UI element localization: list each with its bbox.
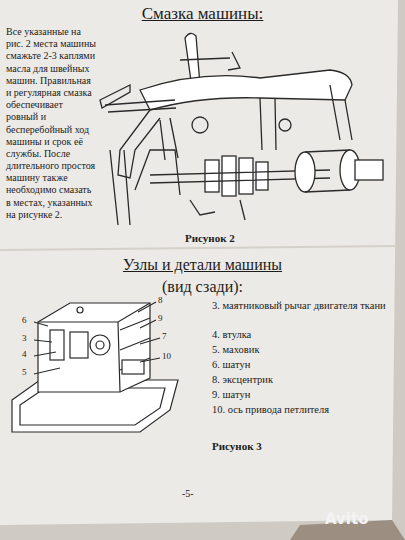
callout-number: 9: [158, 313, 163, 324]
callout-number: 8: [158, 295, 163, 306]
section-subheading: (вид сзади):: [0, 277, 405, 297]
figure-caption: Рисунок 3: [212, 440, 292, 453]
part-list-item: 9. шатун: [212, 389, 387, 402]
figure-3-machine: [12, 302, 178, 432]
part-list-item: 8. эксцентрик: [212, 374, 387, 387]
watermark: Avito: [325, 510, 368, 528]
part-list-item: 5. маховик: [212, 344, 387, 357]
instruction-paragraph: Все указанные на рис. 2 места машины сма…: [6, 26, 96, 221]
section-heading: Смазка машины:: [0, 4, 405, 25]
callout-number: 6: [22, 315, 27, 326]
page-number: -5-: [182, 488, 222, 500]
paper-fold: [0, 246, 396, 250]
callout-number: 4: [22, 349, 27, 360]
callout-number: 10: [162, 351, 171, 362]
section-heading: Узлы и детали машины: [0, 255, 405, 275]
part-list-item: 6. шатун: [212, 359, 387, 372]
part-list-item: 10. ось привода петлителя: [212, 404, 387, 417]
figure-2-mechanism: [100, 33, 383, 225]
callout-number: 3: [22, 333, 27, 344]
figure-caption: Рисунок 2: [185, 232, 265, 245]
part-list-item: 4. втулка: [212, 329, 387, 342]
callout-number: 5: [22, 367, 27, 378]
callout-number: 7: [162, 331, 167, 342]
part-list-item: 3. маятниковый рычаг двигателя ткани: [212, 300, 387, 313]
